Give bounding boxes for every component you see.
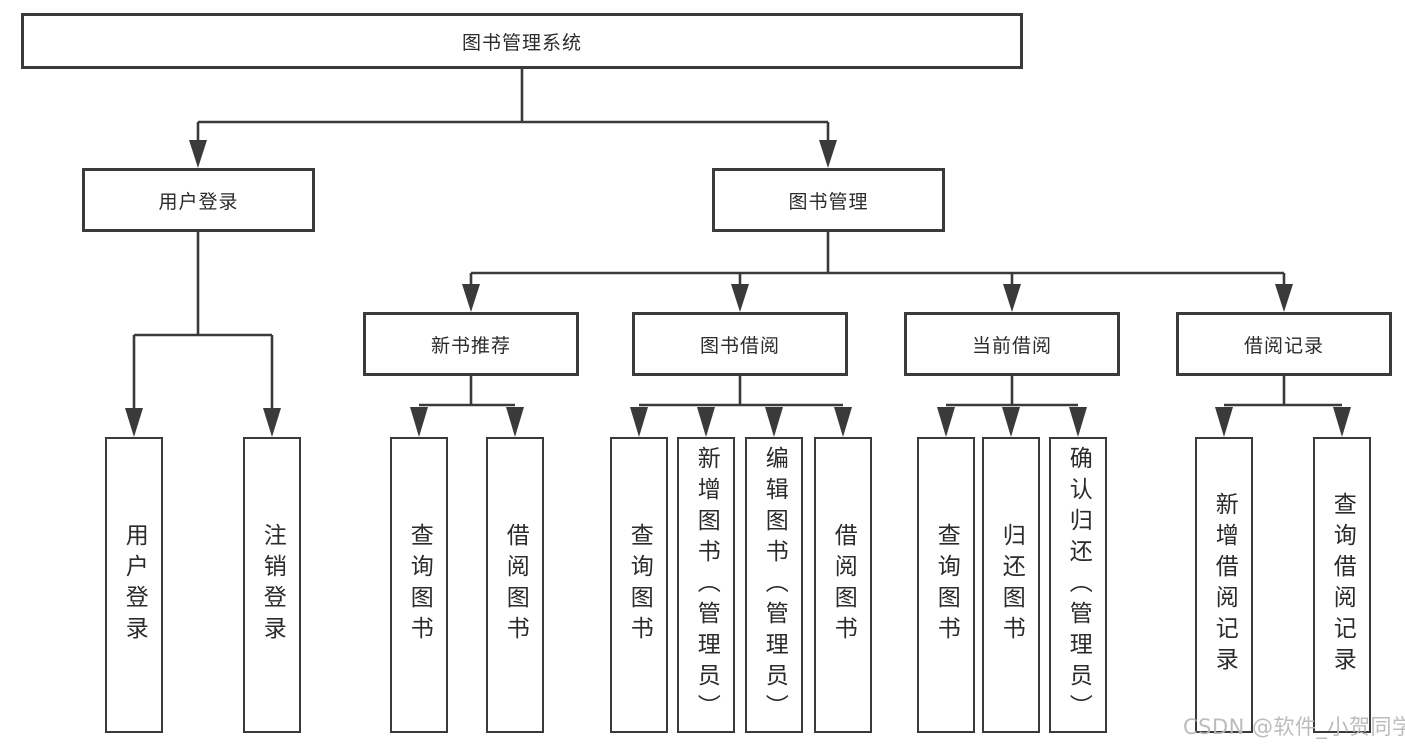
- leaf-edit-book-admin: 编辑图书（管理员）: [745, 437, 803, 733]
- node-label: 归还图书: [998, 523, 1025, 647]
- leaf-return-book: 归还图书: [982, 437, 1040, 733]
- node-label: 用户登录: [121, 523, 148, 647]
- node-label: 编辑图书（管理员）: [761, 445, 788, 725]
- leaf-query-books-borrowing: 查询图书: [610, 437, 668, 733]
- node-label: 查询借阅记录: [1329, 492, 1356, 678]
- node-label: 查询图书: [626, 523, 653, 647]
- node-label: 用户登录: [158, 190, 239, 213]
- node-label: 确认归还（管理员）: [1065, 445, 1092, 725]
- node-label: 查询图书: [933, 523, 960, 647]
- csdn-watermark: CSDN @软件_小贺同学: [1183, 715, 1405, 739]
- leaf-query-borrow-record: 查询借阅记录: [1313, 437, 1371, 733]
- arrowhead-icons: [125, 140, 1351, 437]
- node-label: 新书推荐: [430, 334, 511, 357]
- leaf-query-books-recommend: 查询图书: [390, 437, 448, 733]
- node-label: 借阅图书: [502, 523, 529, 647]
- node-label: 注销登录: [259, 523, 286, 647]
- leaf-query-books-current: 查询图书: [917, 437, 975, 733]
- node-book-borrowing: 图书借阅: [632, 312, 848, 376]
- leaf-add-book-admin: 新增图书（管理员）: [677, 437, 735, 733]
- node-label: 新增借阅记录: [1211, 492, 1238, 678]
- node-library-management-system: 图书管理系统: [21, 13, 1023, 69]
- leaf-confirm-return-admin: 确认归还（管理员）: [1049, 437, 1107, 733]
- node-label: 当前借阅: [971, 334, 1052, 357]
- node-label: 借阅图书: [830, 523, 857, 647]
- leaf-user-login: 用户登录: [105, 437, 163, 733]
- node-label: 新增图书（管理员）: [693, 445, 720, 725]
- node-new-book-recommendation: 新书推荐: [363, 312, 579, 376]
- node-borrowing-records: 借阅记录: [1176, 312, 1392, 376]
- node-label: 图书管理: [788, 190, 869, 213]
- leaf-borrow-books-borrowing: 借阅图书: [814, 437, 872, 733]
- leaf-add-borrow-record: 新增借阅记录: [1195, 437, 1253, 733]
- node-label: 图书管理系统: [461, 31, 582, 54]
- node-current-borrowing: 当前借阅: [904, 312, 1120, 376]
- node-label: 借阅记录: [1243, 334, 1324, 357]
- node-label: 查询图书: [406, 523, 433, 647]
- node-label: 图书借阅: [699, 334, 780, 357]
- node-book-management: 图书管理: [712, 168, 945, 232]
- leaf-logout: 注销登录: [243, 437, 301, 733]
- node-user-login: 用户登录: [82, 168, 315, 232]
- leaf-borrow-books-recommend: 借阅图书: [486, 437, 544, 733]
